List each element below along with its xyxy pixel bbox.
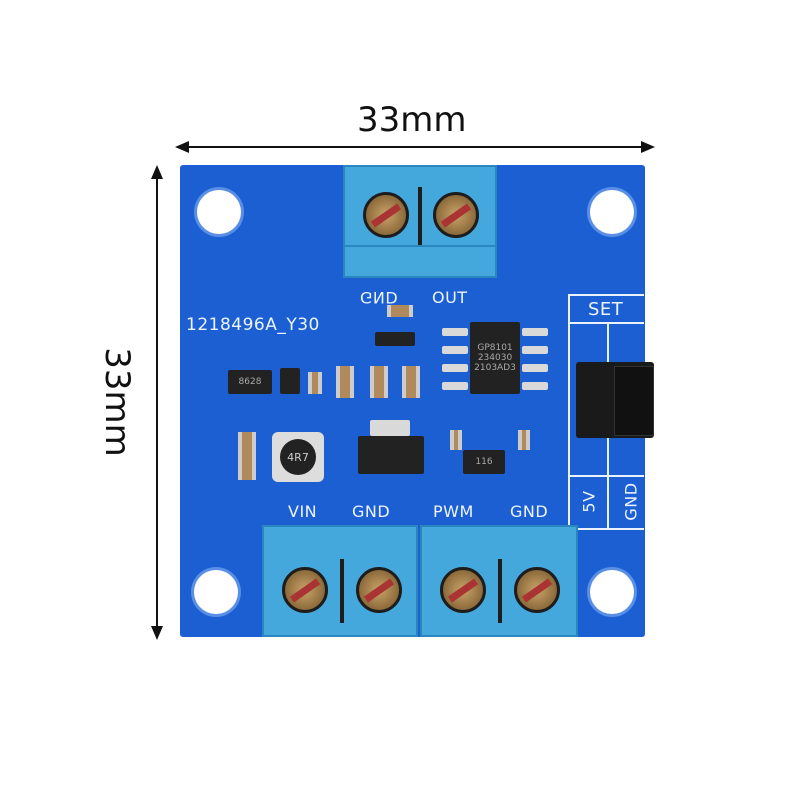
main-ic: GP8101 234030 2103AD3 bbox=[470, 322, 520, 394]
label-vin: VIN bbox=[288, 502, 318, 521]
jumper-cap[interactable] bbox=[614, 366, 654, 436]
capacitor bbox=[336, 366, 354, 398]
resistor bbox=[308, 372, 322, 394]
capacitor bbox=[238, 432, 256, 480]
transistor bbox=[280, 368, 300, 394]
height-dimension-arrow bbox=[151, 165, 163, 640]
terminal-screw bbox=[440, 567, 486, 613]
resistor bbox=[518, 430, 530, 450]
small-ic: 116 bbox=[463, 450, 505, 474]
height-dimension-label: 33mm bbox=[97, 347, 137, 457]
jumper-header[interactable] bbox=[576, 362, 654, 438]
inductor: 4R7 bbox=[272, 432, 324, 482]
mounting-hole bbox=[590, 570, 634, 614]
terminal-screw bbox=[514, 567, 560, 613]
jumper-option-gnd: GND bbox=[621, 482, 641, 521]
regulator bbox=[358, 436, 424, 474]
output-terminal-block bbox=[343, 165, 497, 278]
jumper-frame bbox=[568, 294, 644, 530]
input-terminal-block bbox=[262, 525, 418, 637]
label-out: OUT bbox=[432, 288, 468, 307]
mounting-hole bbox=[197, 190, 241, 234]
jumper-set-label: SET bbox=[588, 299, 624, 320]
capacitor bbox=[370, 366, 388, 398]
label-gnd-1: GND bbox=[352, 502, 391, 521]
mounting-hole bbox=[194, 570, 238, 614]
part-number: 1218496A_Y30 bbox=[186, 315, 320, 335]
sot-ic: 8628 bbox=[228, 370, 272, 394]
jumper-option-5v: 5V bbox=[579, 490, 599, 513]
capacitor bbox=[387, 305, 413, 317]
diode bbox=[375, 332, 415, 346]
terminal-screw bbox=[282, 567, 328, 613]
terminal-screw bbox=[363, 192, 409, 238]
width-dimension-arrow bbox=[175, 141, 655, 153]
pwm-terminal-block bbox=[420, 525, 578, 637]
terminal-screw bbox=[356, 567, 402, 613]
resistor bbox=[450, 430, 462, 450]
label-pwm: PWM bbox=[433, 502, 474, 521]
capacitor bbox=[402, 366, 420, 398]
label-gnd-2: GND bbox=[510, 502, 549, 521]
width-dimension-label: 33mm bbox=[357, 100, 467, 140]
mounting-hole bbox=[590, 190, 634, 234]
terminal-screw bbox=[433, 192, 479, 238]
